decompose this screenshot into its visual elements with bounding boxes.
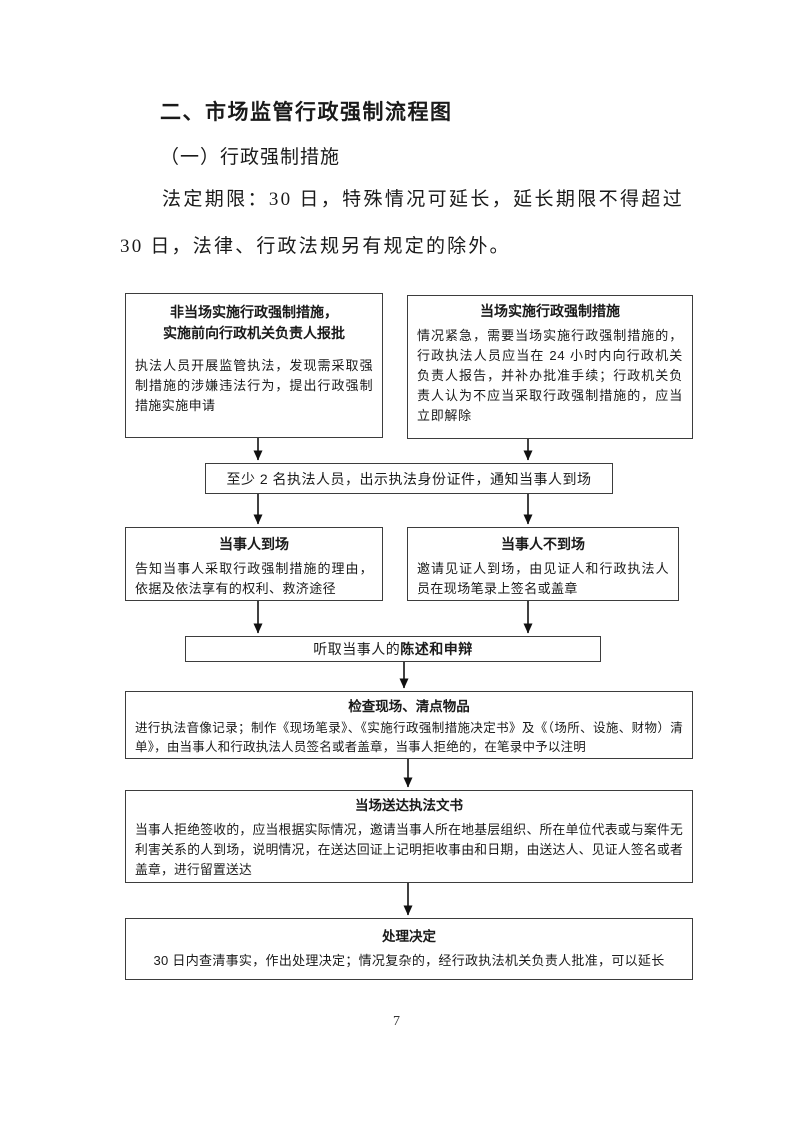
flow-box-title: 处理决定 bbox=[382, 929, 436, 944]
intro-paragraph: 法定期限：30 日，特殊情况可延长，延长期限不得超过 30 日，法律、行政法规另… bbox=[120, 189, 684, 257]
flow-box-decision: 处理决定 30 日内查清事实，作出处理决定；情况复杂的，经行政执法机关负责人批准… bbox=[125, 918, 693, 980]
flow-box-body: 情况紧急，需要当场实施行政强制措施的，行政执法人员应当在 24 小时内向行政机关… bbox=[417, 328, 683, 423]
flow-box-onsite-enforcement: 当场实施行政强制措施 情况紧急，需要当场实施行政强制措施的，行政执法人员应当在 … bbox=[407, 295, 693, 439]
flow-box-body: 邀请见证人到场，由见证人和行政执法人员在现场笔录上签名或盖章 bbox=[417, 561, 669, 596]
section-subheading: （一）行政强制措施 bbox=[160, 147, 341, 168]
flow-box-title: 当事人到场 bbox=[219, 536, 289, 552]
flow-bar-listen-prefix: 听取当事人的 bbox=[313, 641, 401, 657]
flow-box-title: 当场送达执法文书 bbox=[355, 798, 463, 813]
flow-box-title-line: 实施前向行政机关负责人报批 bbox=[163, 325, 345, 341]
flow-box-body: 告知当事人采取行政强制措施的理由，依据及依法享有的权利、救济途径 bbox=[135, 561, 373, 596]
page-heading: 二、市场监管行政强制流程图 bbox=[160, 101, 453, 124]
flow-bar-listen: 听取当事人的陈述和申辩 bbox=[185, 636, 601, 662]
flow-box-title: 检查现场、清点物品 bbox=[348, 699, 470, 714]
flow-box-offsite-approval: 非当场实施行政强制措施， 实施前向行政机关负责人报批 执法人员开展监管执法，发现… bbox=[125, 293, 383, 438]
flow-box-title-line: 非当场实施行政强制措施， bbox=[170, 304, 338, 320]
flow-bar-listen-emphasis: 陈述和申辩 bbox=[400, 641, 473, 657]
flow-box-body: 执法人员开展监管执法，发现需采取强制措施的涉嫌违法行为，提出行政强制措施实施申请 bbox=[135, 358, 373, 413]
flow-box-deliver-documents: 当场送达执法文书 当事人拒绝签收的，应当根据实际情况，邀请当事人所在地基层组织、… bbox=[125, 790, 693, 883]
page-number: 7 bbox=[393, 1014, 400, 1029]
flow-box-inspect-scene: 检查现场、清点物品 进行执法音像记录；制作《现场笔录》、《实施行政强制措施决定书… bbox=[125, 691, 693, 759]
flow-box-party-present: 当事人到场 告知当事人采取行政强制措施的理由，依据及依法享有的权利、救济途径 bbox=[125, 527, 383, 601]
flow-bar-notify: 至少 2 名执法人员，出示执法身份证件，通知当事人到场 bbox=[205, 463, 613, 494]
flow-box-title: 当事人不到场 bbox=[501, 536, 585, 552]
flow-box-body: 30 日内查清事实，作出处理决定；情况复杂的，经行政执法机关负责人批准，可以延长 bbox=[153, 953, 665, 968]
flow-box-party-absent: 当事人不到场 邀请见证人到场，由见证人和行政执法人员在现场笔录上签名或盖章 bbox=[407, 527, 679, 601]
flow-box-body: 当事人拒绝签收的，应当根据实际情况，邀请当事人所在地基层组织、所在单位代表或与案… bbox=[135, 822, 683, 877]
flow-box-title: 当场实施行政强制措施 bbox=[480, 303, 620, 319]
flow-box-body: 进行执法音像记录；制作《现场笔录》、《实施行政强制措施决定书》及《（场所、设施、… bbox=[135, 721, 683, 754]
